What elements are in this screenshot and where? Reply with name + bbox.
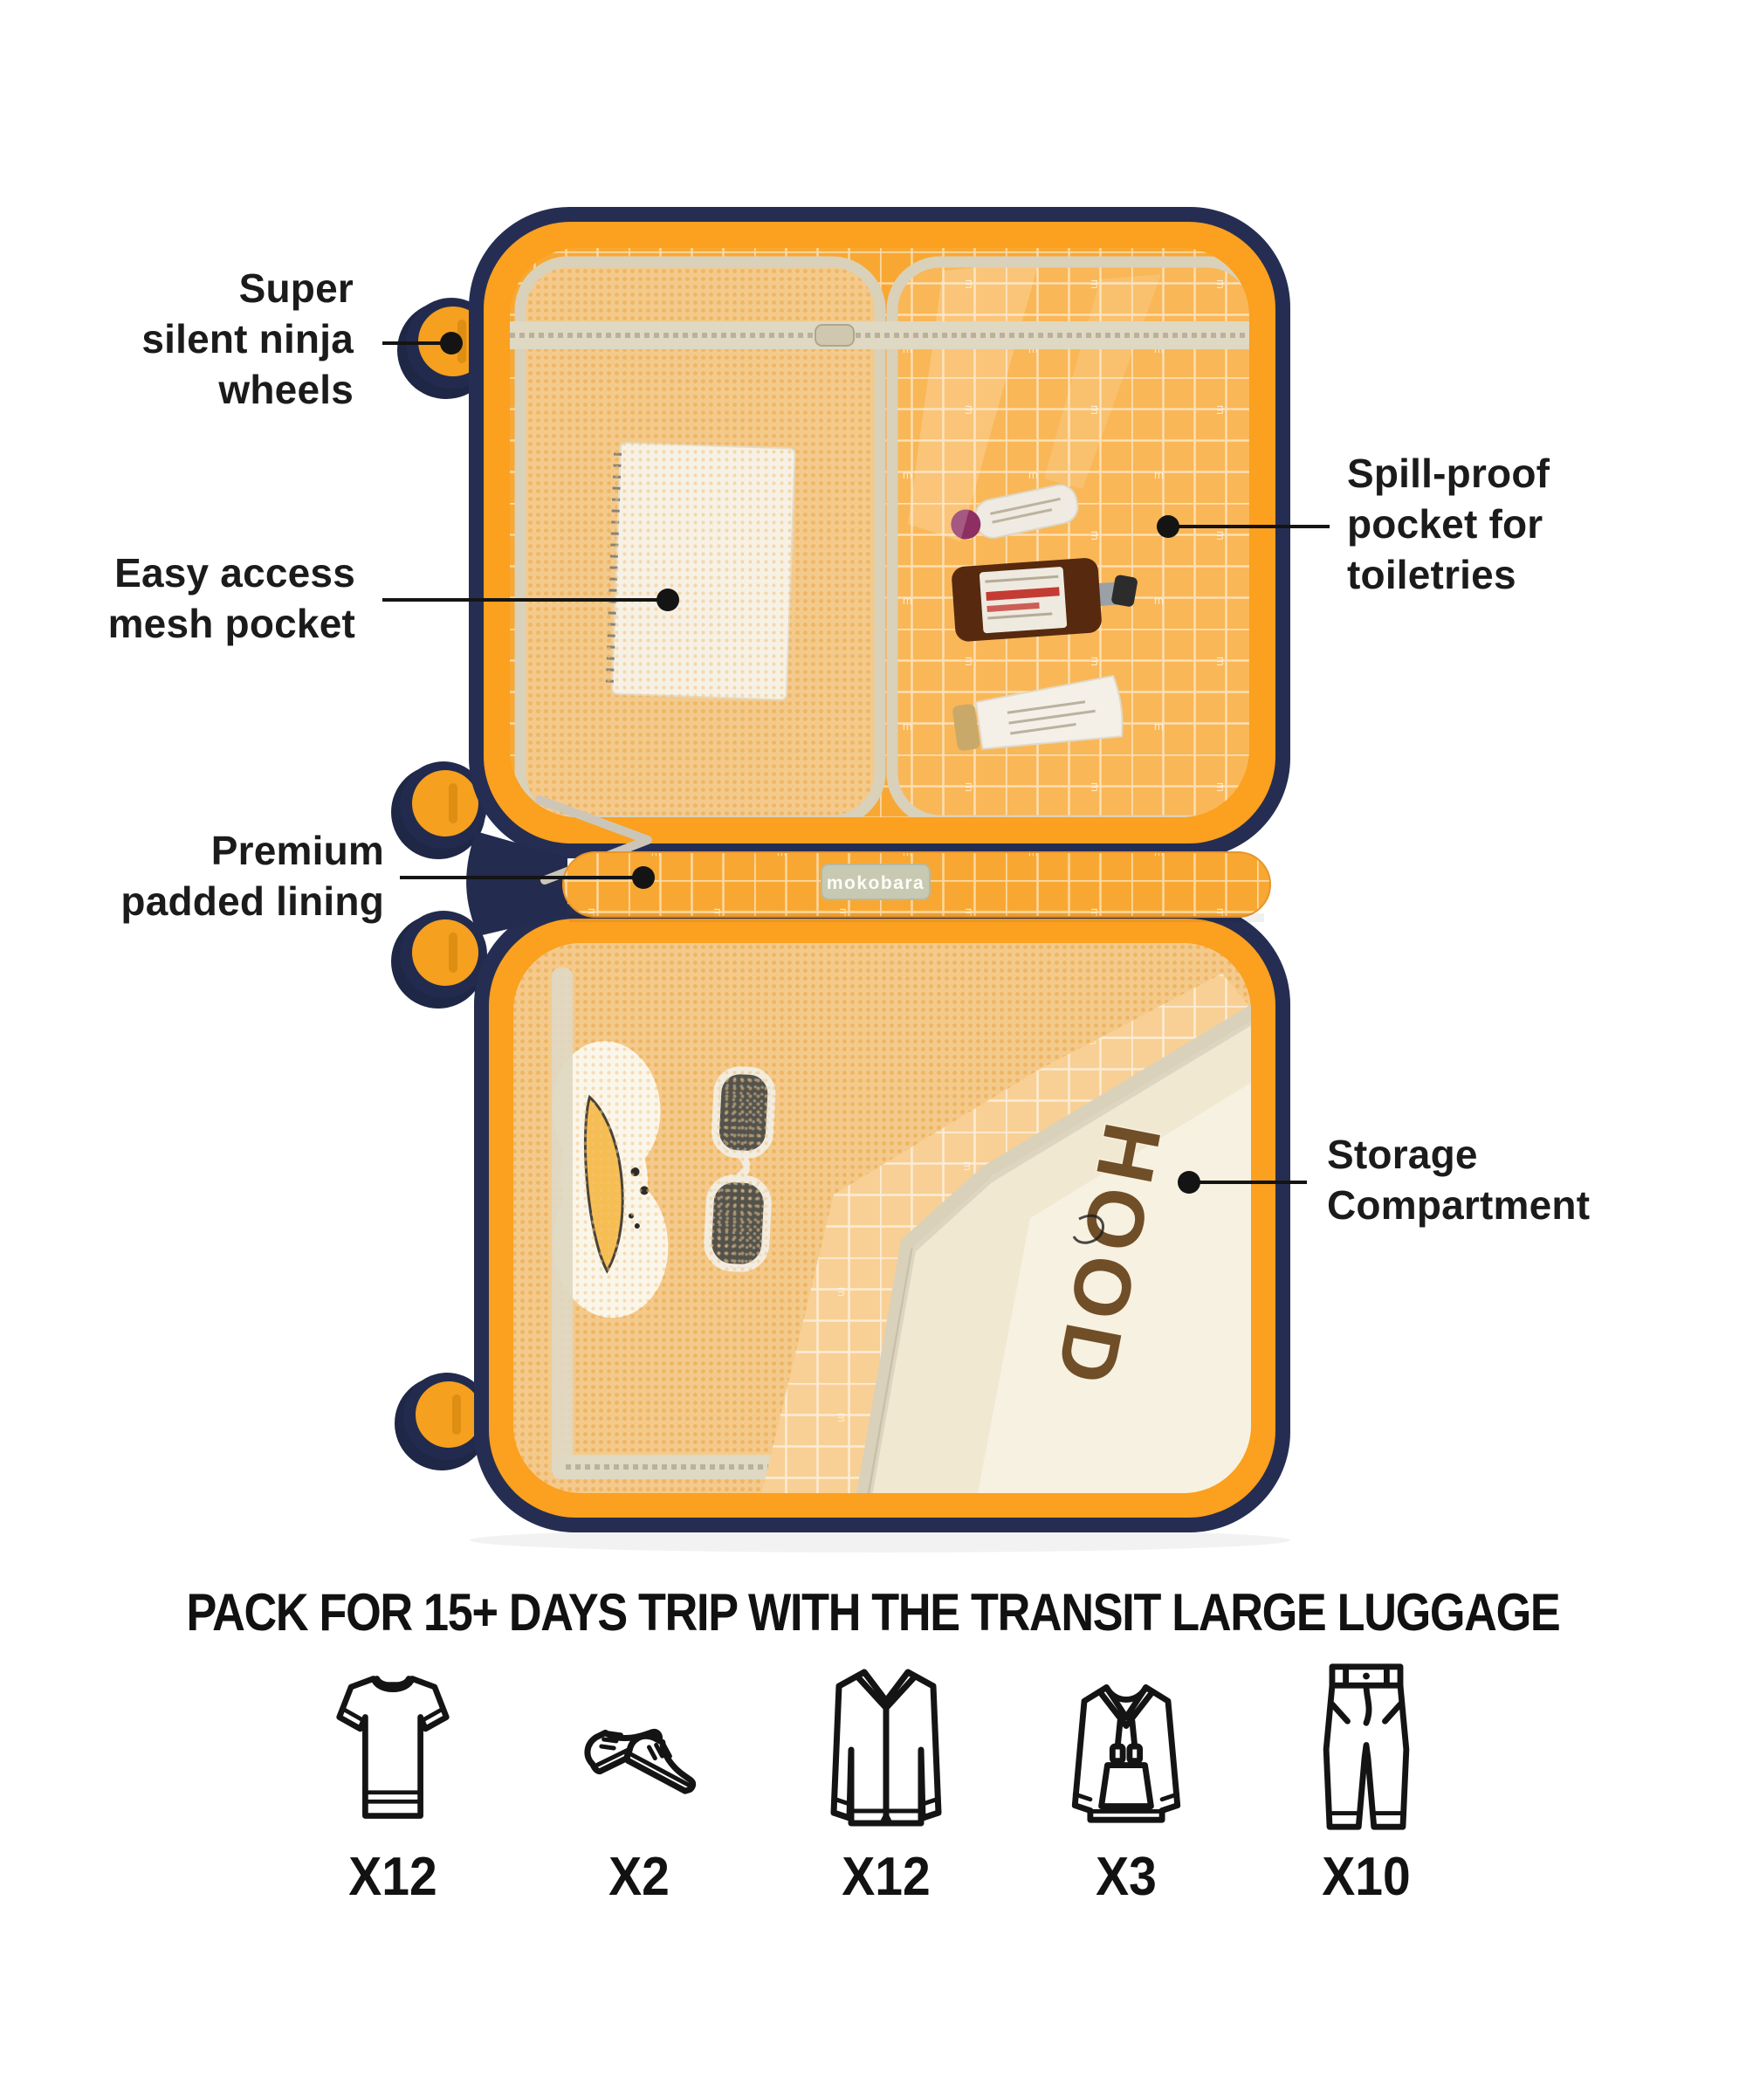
wheels-callout-dot [440, 332, 463, 355]
pack-count-tshirt: X12 [348, 1847, 437, 1907]
wheel-mid-upper [391, 761, 487, 859]
callout-toiletries: Spill-proof pocket for toiletries [1347, 451, 1550, 597]
callout-lines [382, 341, 1330, 1184]
pack-item-pants: X10 [1253, 1657, 1480, 1908]
pack-count-sneakers: X2 [608, 1847, 670, 1907]
pack-count-hoodie: X3 [1096, 1847, 1157, 1907]
pack-item-sneakers: X2 [526, 1657, 753, 1908]
mesh-pocket [514, 256, 886, 817]
sneakers-icon [584, 1728, 697, 1794]
pack-count-pants: X10 [1322, 1847, 1411, 1907]
wheel-bottom-left [395, 1373, 491, 1470]
callout-dots [440, 332, 1200, 1194]
hinge [466, 831, 567, 936]
callout-wheels: Super silent ninja wheels [141, 265, 354, 412]
lid-zipper [510, 321, 1249, 349]
pack-item-shirt: X12 [773, 1657, 1000, 1908]
pack-count-shirt: X12 [842, 1847, 931, 1907]
pack-item-hoodie: X3 [1013, 1657, 1240, 1908]
toiletry-tube-large [952, 674, 1124, 751]
shirt-icon [830, 1669, 942, 1826]
mesh-pocket-callout-dot [656, 589, 679, 611]
tshirt-icon [336, 1676, 450, 1819]
toiletry-bottle [952, 558, 1138, 642]
brand-label: mokobara [821, 864, 931, 900]
callout-lining: Premium padded lining [120, 828, 384, 924]
lining-callout-dot [632, 866, 655, 889]
hoodie-icon [1071, 1684, 1181, 1823]
wheel-mid-lower [391, 911, 487, 1009]
toiletries-pocket [886, 256, 1249, 817]
toiletries-callout-dot [1157, 515, 1179, 538]
pack-item-tshirt: X12 [279, 1657, 506, 1908]
padded-lining-divider: mokobara [562, 851, 1271, 922]
ground-shadow [470, 1528, 1290, 1553]
brand-label-text: mokobara [827, 873, 925, 893]
drawstring [1072, 1214, 1104, 1244]
callout-mesh-pocket: Easy access mesh pocket [107, 550, 355, 646]
packing-heading-text: PACK FOR 15+ DAYS TRIP WITH THE TRANSIT … [186, 1583, 1561, 1642]
storage-callout-dot [1178, 1171, 1200, 1194]
packing-heading: PACK FOR 15+ DAYS TRIP WITH THE TRANSIT … [0, 1582, 1746, 1642]
zipper-pull [815, 324, 855, 347]
storage-flap [761, 974, 1251, 1493]
toiletry-tube-small [951, 484, 1079, 540]
callout-storage: Storage Compartment [1327, 1132, 1591, 1228]
pants-icon [1323, 1663, 1410, 1830]
